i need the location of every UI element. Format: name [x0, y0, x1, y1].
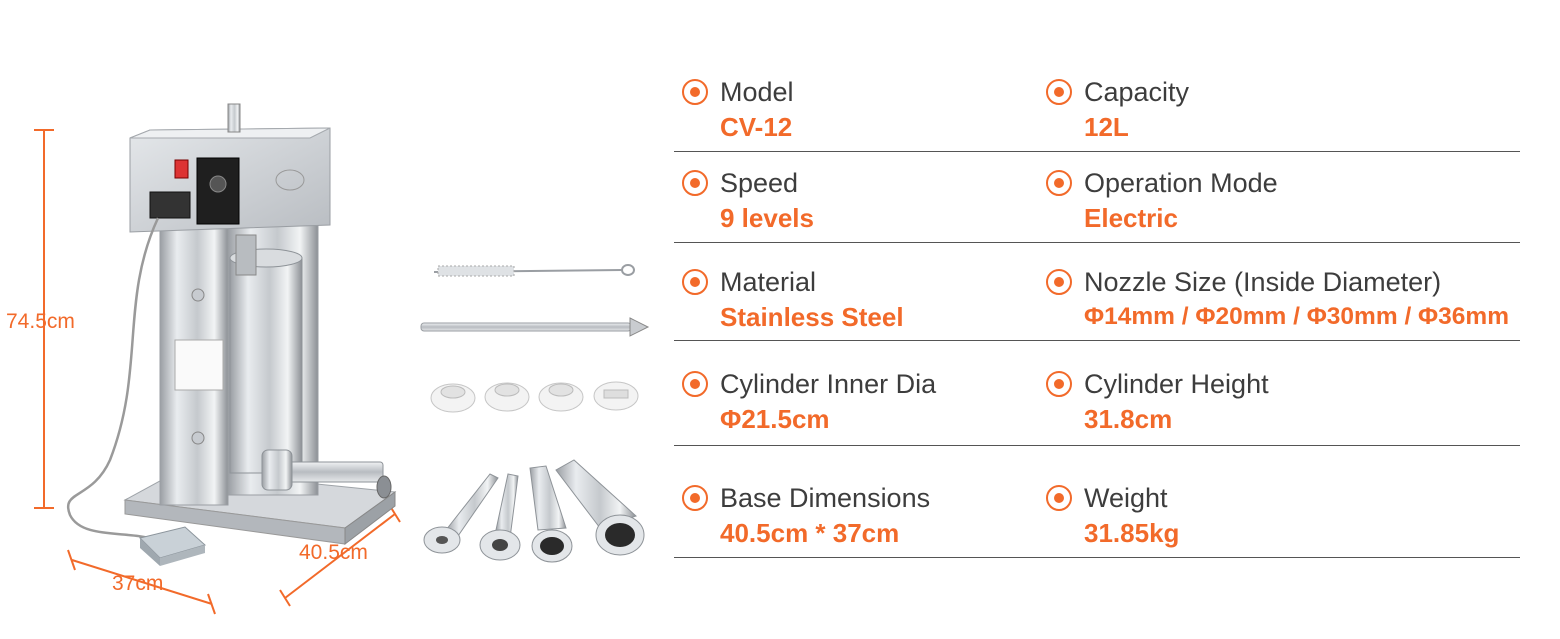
target-bullet-icon [1046, 269, 1072, 295]
spec-item-operation-mode: Operation Mode Electric [1046, 167, 1278, 233]
spec-sticker [174, 339, 224, 391]
spec-label: Model [720, 76, 794, 107]
spec-row: Speed 9 levels Operation Mode Electric [674, 153, 1520, 243]
cylinder [229, 234, 303, 474]
product-illustration: 74.5cm 37cm 40.5cm [0, 0, 660, 639]
spec-item-nozzle-size: Nozzle Size (Inside Diameter) Φ14mm / Φ2… [1046, 266, 1509, 332]
spec-item-cylinder-height: Cylinder Height 31.8cm [1046, 368, 1269, 434]
target-bullet-icon [1046, 371, 1072, 397]
spec-label: Base Dimensions [720, 482, 931, 513]
spec-item-capacity: Capacity 12L [1046, 76, 1189, 142]
nozzle-gaskets [430, 381, 639, 413]
spec-value: 31.8cm [1084, 404, 1173, 434]
target-bullet-icon [682, 371, 708, 397]
target-bullet-icon [682, 170, 708, 196]
target-bullet-icon [682, 79, 708, 105]
spec-value: Φ21.5cm [720, 404, 830, 434]
height-dimension-line [34, 129, 54, 509]
height-dimension-label: 74.5cm [6, 310, 75, 333]
foot-pedal [139, 526, 207, 566]
spec-item-cylinder-inner-dia: Cylinder Inner Dia Φ21.5cm [682, 368, 936, 434]
spec-item-material: Material Stainless Steel [682, 266, 904, 332]
power-cord [67, 217, 160, 542]
target-bullet-icon [1046, 170, 1072, 196]
spec-value: 31.85kg [1084, 518, 1180, 548]
spec-item-model: Model CV-12 [682, 76, 794, 142]
target-bullet-icon [682, 485, 708, 511]
cleaning-brush [433, 264, 635, 277]
width-dimension-line [67, 549, 216, 615]
spec-row: Model CV-12 Capacity 12L [674, 62, 1520, 152]
target-bullet-icon [1046, 79, 1072, 105]
depth-dimension-label: 40.5cm [299, 541, 368, 564]
spec-item-weight: Weight 31.85kg [1046, 482, 1179, 548]
piston-rod [420, 317, 650, 337]
spec-label: Cylinder Inner Dia [720, 368, 937, 399]
motor-housing [129, 103, 331, 233]
spec-value: 9 levels [720, 203, 814, 233]
spec-value: 12L [1084, 112, 1129, 142]
spec-item-speed: Speed 9 levels [682, 167, 814, 233]
spec-row: Base Dimensions 40.5cm * 37cm Weight 31.… [674, 447, 1520, 558]
spec-label: Material [720, 266, 817, 297]
width-dimension-label: 37cm [112, 572, 164, 595]
spec-value: 40.5cm * 37cm [720, 518, 900, 548]
spec-label: Nozzle Size (Inside Diameter) [1084, 266, 1442, 297]
spec-label: Operation Mode [1084, 167, 1278, 198]
spec-label: Cylinder Height [1084, 368, 1269, 399]
spec-value: Φ14mm / Φ20mm / Φ30mm / Φ36mm [1084, 303, 1509, 330]
spec-label: Capacity [1084, 76, 1190, 107]
spec-value: Stainless Steel [720, 302, 904, 332]
target-bullet-icon [682, 269, 708, 295]
spec-item-base-dimensions: Base Dimensions 40.5cm * 37cm [682, 482, 930, 548]
target-bullet-icon [1046, 485, 1072, 511]
sausage-stuffer-drawing [34, 103, 650, 615]
machine-nozzle [261, 449, 392, 499]
spec-value: CV-12 [720, 112, 793, 142]
stuffing-tubes [423, 459, 645, 563]
spec-label: Speed [720, 167, 799, 198]
spec-value: Electric [1084, 203, 1178, 233]
spec-row: Cylinder Inner Dia Φ21.5cm Cylinder Heig… [674, 342, 1520, 446]
spec-row: Material Stainless Steel Nozzle Size (In… [674, 244, 1520, 341]
spec-label: Weight [1084, 482, 1168, 513]
